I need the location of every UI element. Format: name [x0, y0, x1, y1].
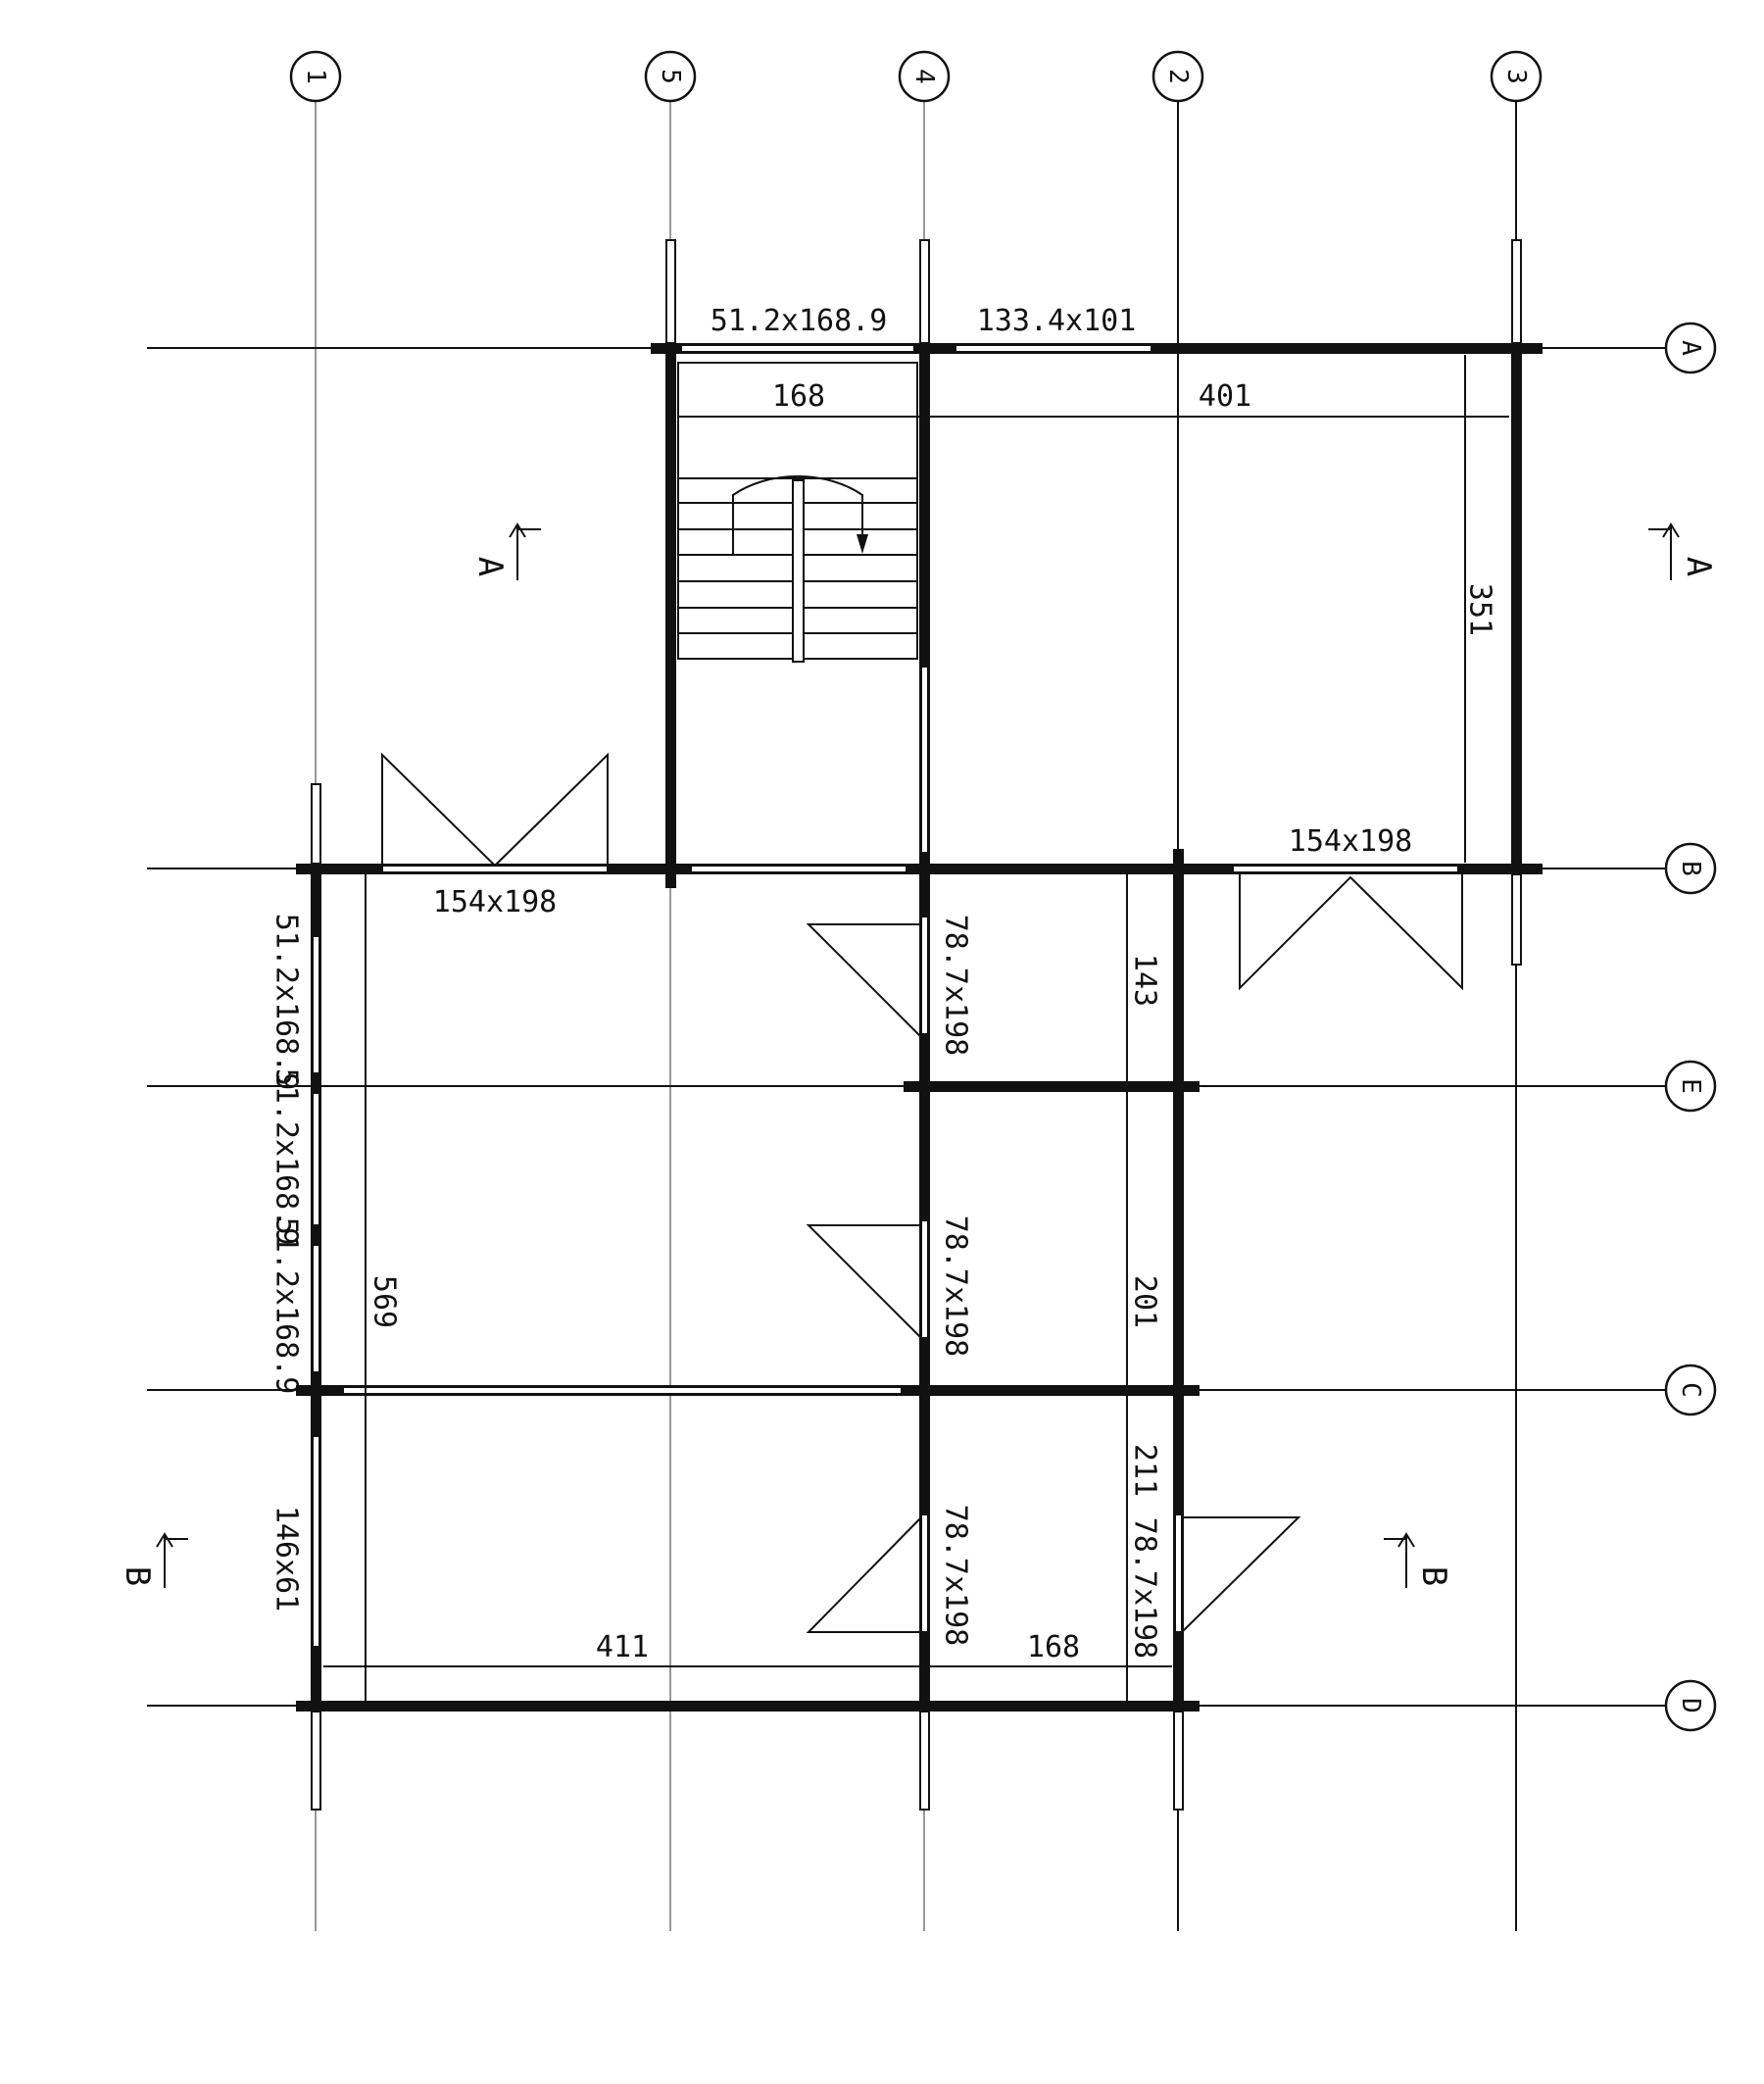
window-left-2-opening [312, 1092, 320, 1226]
opening-c [342, 1386, 903, 1395]
label-room-left-height: 569 [368, 1275, 402, 1328]
door-left-swing [381, 752, 609, 868]
grid-label-1: 1 [301, 69, 330, 84]
grid-label-A: A [1676, 340, 1705, 356]
door-mid-2-opening [920, 1219, 929, 1339]
wall-col2 [1173, 849, 1184, 1725]
label-door-mid-1: 78.7x198 [939, 915, 973, 1057]
label-room-bottom-right-width: 168 [1027, 1630, 1080, 1664]
grid-label-3: 3 [1501, 69, 1531, 84]
label-window-left-3: 51.2x168.9 [270, 1217, 304, 1395]
opening-b-mid [690, 865, 907, 873]
wall-stubs [311, 239, 1522, 1811]
opening-col4-upper [920, 666, 929, 854]
section-arrow [1662, 522, 1680, 538]
grid-label-5: 5 [656, 69, 685, 84]
window-left-1-opening [312, 935, 320, 1074]
stub-col5-top [665, 239, 676, 344]
label-window-left-1: 51.2x168.9 [270, 914, 304, 1091]
wall-b [296, 864, 1543, 874]
section-label-b-left: B [118, 1566, 157, 1586]
section-arrow [156, 1532, 173, 1548]
stair [677, 362, 918, 663]
grid-bubble-5: 5 [644, 50, 697, 103]
stub-col4-bottom [919, 1711, 930, 1811]
section-label-a-right: A [1679, 557, 1718, 576]
window-top-right [955, 344, 1152, 353]
door-right-swing [1239, 872, 1463, 991]
door-mid-4-swing [1181, 1516, 1301, 1633]
door-mid-1-swing [806, 923, 922, 1038]
grid-label-2: 2 [1163, 69, 1193, 84]
grid-label-D: D [1676, 1698, 1705, 1713]
label-room-top-width: 401 [1199, 379, 1251, 414]
dimension-lines [323, 355, 1509, 1701]
grid-label-4: 4 [909, 69, 939, 84]
label-door-right: 154x198 [1289, 824, 1412, 859]
door-mid-3-swing [806, 1516, 922, 1633]
grid-bubble-D: D [1664, 1679, 1717, 1732]
section-label-b-right: B [1414, 1566, 1453, 1586]
label-room-top-height: 351 [1463, 583, 1497, 636]
label-corridor-1: 143 [1128, 954, 1162, 1007]
openings [312, 344, 1459, 1648]
stair-direction-arrow [732, 474, 863, 554]
label-door-mid-3: 78.7x198 [939, 1505, 973, 1647]
stub-col2-bottom [1173, 1711, 1184, 1811]
grid-bubble-4: 4 [898, 50, 951, 103]
grid-label-B: B [1676, 861, 1705, 876]
door-mid-1-opening [920, 916, 929, 1035]
stub-col4-top [919, 239, 930, 344]
label-window-top-right: 133.4x101 [977, 304, 1137, 338]
section-arrow [509, 522, 526, 538]
label-window-left-2: 51.2x168.9 [270, 1068, 304, 1246]
wall-e [904, 1081, 1200, 1092]
stub-col3-bottom [1511, 873, 1522, 966]
stair-arrow-head [857, 534, 868, 554]
door-mid-3-opening [920, 1513, 929, 1633]
wall-col5 [665, 343, 676, 888]
grid-bubble-2: 2 [1152, 50, 1204, 103]
label-corridor-3: 211 [1128, 1444, 1162, 1497]
section-arrow [1397, 1532, 1415, 1548]
section-marker-a-right: A [1648, 522, 1718, 580]
window-left-3-opening [312, 1244, 320, 1373]
label-window-left-4: 146x61 [270, 1506, 304, 1612]
label-window-top-left: 51.2x168.9 [710, 304, 888, 338]
grid-bubble-1: 1 [289, 50, 342, 103]
door-mid-2-swing [806, 1224, 922, 1339]
grid-bubble-3: 3 [1490, 50, 1543, 103]
wall-bottom [296, 1701, 1200, 1712]
stub-col1-top [311, 783, 321, 865]
section-marker-a-left: A [470, 522, 541, 580]
grid-bubble-E: E [1664, 1060, 1717, 1113]
grid-label-E: E [1676, 1078, 1705, 1094]
door-right-opening [1232, 865, 1459, 873]
label-door-mid-4: 78.7x198 [1128, 1517, 1162, 1660]
window-left-4-opening [312, 1435, 320, 1648]
window-top-left [680, 344, 915, 353]
door-mid-4-opening [1174, 1513, 1183, 1633]
label-room-bottom-width: 411 [596, 1630, 649, 1664]
grid-bubble-C: C [1664, 1364, 1717, 1416]
grid-label-C: C [1676, 1382, 1705, 1398]
grid-bubble-B: B [1664, 842, 1717, 895]
label-corridor-2: 201 [1128, 1275, 1162, 1328]
section-marker-b-left: B [118, 1532, 188, 1588]
label-door-left: 154x198 [433, 885, 557, 919]
section-label-a-left: A [470, 557, 510, 576]
label-door-mid-2: 78.7x198 [939, 1216, 973, 1358]
wall-col3 [1511, 343, 1522, 877]
door-swings [381, 752, 1463, 1633]
label-stair-width: 168 [772, 379, 825, 414]
grid-bubble-A: A [1664, 322, 1717, 374]
stub-col1-bottom [311, 1711, 321, 1811]
section-marker-b-right: B [1384, 1532, 1453, 1588]
stair-handrail [792, 479, 805, 663]
stub-col3-top [1511, 239, 1522, 344]
